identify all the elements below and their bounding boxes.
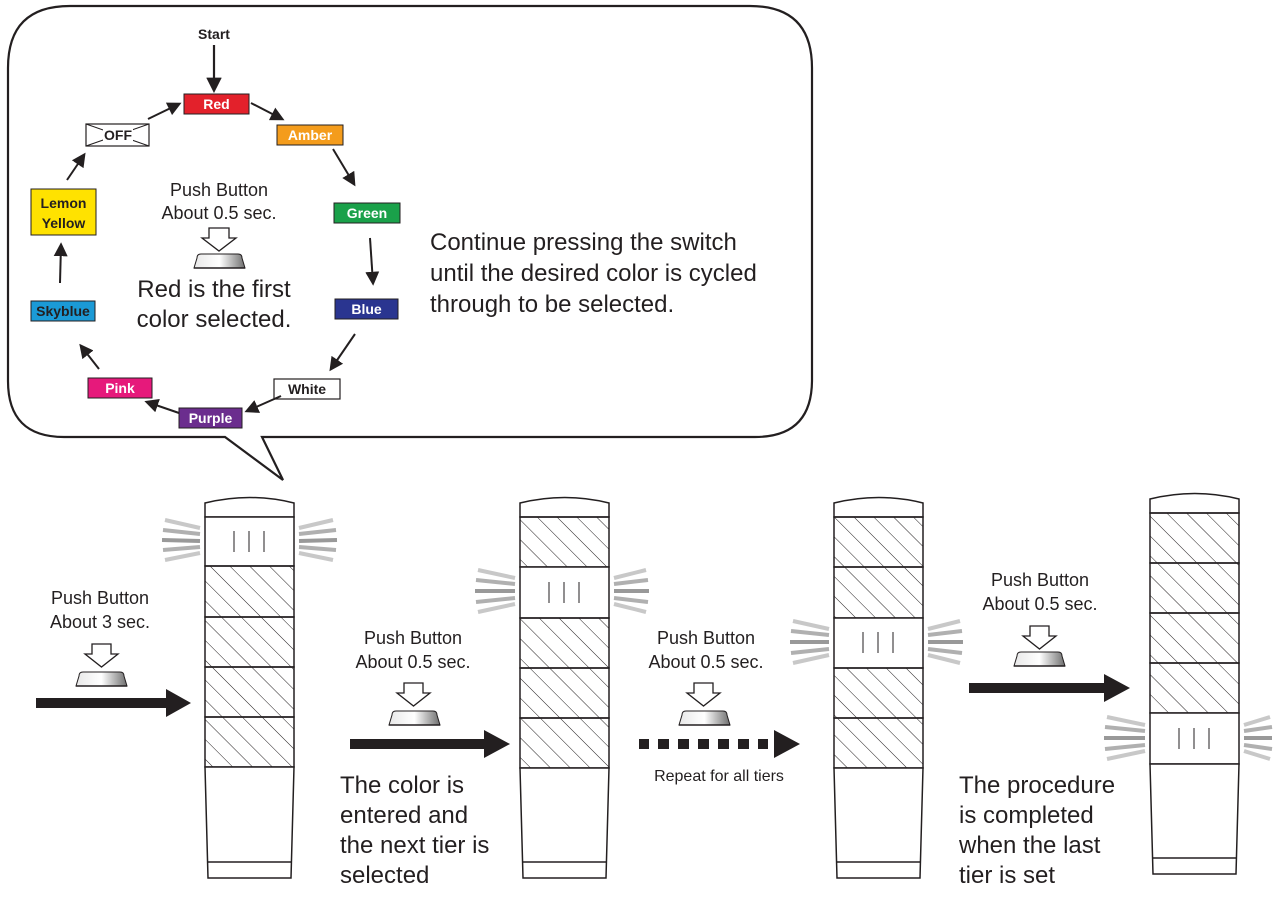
- arrow-skyblue-lemon: [53, 242, 68, 284]
- bubble-push-line2: About 0.5 sec.: [161, 203, 276, 223]
- chip-lemon-yellow: Lemon Yellow: [30, 188, 97, 236]
- step1-press-arrow-icon: [83, 643, 120, 668]
- arrow-blue-white: [329, 333, 356, 372]
- glow-right: [1243, 715, 1273, 761]
- step4-push-button-icon: [1013, 651, 1066, 667]
- step3-press-arrow-icon: [685, 682, 722, 707]
- chip-skyblue-label: Skyblue: [36, 303, 90, 319]
- chip-amber-label: Amber: [288, 127, 333, 143]
- chip-skyblue: Skyblue: [30, 300, 96, 322]
- step3-line1: Push Button: [657, 628, 755, 648]
- chip-pink: Pink: [87, 377, 153, 399]
- tower-2: [475, 496, 649, 879]
- glow-left: [161, 518, 201, 562]
- bubble-push-button-icon: [193, 253, 246, 269]
- chip-off: OFF: [85, 123, 150, 147]
- chip-white: White: [273, 378, 341, 400]
- glow-right: [298, 518, 338, 562]
- arrow-off-red: [147, 102, 182, 120]
- chip-green-label: Green: [347, 205, 387, 221]
- step3-line2: About 0.5 sec.: [648, 652, 763, 672]
- arrow-purple-pink: [144, 399, 180, 414]
- first-color-line2: color selected.: [137, 306, 292, 333]
- step3-push-button-icon: [678, 710, 731, 726]
- step2-caption-2: entered and: [340, 802, 468, 829]
- speech-bubble: [6, 4, 814, 481]
- step4-caption-3: when the last: [958, 832, 1101, 859]
- bubble-push-line1: Push Button: [170, 180, 268, 200]
- step4-line2: About 0.5 sec.: [982, 594, 1097, 614]
- chip-green: Green: [333, 202, 401, 224]
- step4-line1: Push Button: [991, 570, 1089, 590]
- chip-white-label: White: [288, 381, 326, 397]
- step1-arrow: [36, 689, 191, 717]
- step4-arrow: [969, 674, 1130, 702]
- chip-off-label: OFF: [104, 127, 132, 143]
- note-line1: Continue pressing the switch: [430, 229, 737, 256]
- start-label: Start: [198, 26, 230, 42]
- step1-push-button-icon: [75, 671, 128, 687]
- step2-line1: Push Button: [364, 628, 462, 648]
- step1-line1: Push Button: [51, 588, 149, 608]
- step1-line2: About 3 sec.: [50, 612, 150, 632]
- step2-line2: About 0.5 sec.: [355, 652, 470, 672]
- arrow-white-purple: [244, 395, 282, 413]
- arrow-lemon-off: [66, 152, 86, 181]
- step3-dashed-arrow: [639, 730, 800, 758]
- arrow-green-blue: [365, 237, 380, 286]
- step2-press-arrow-icon: [395, 682, 432, 707]
- chip-red: Red: [183, 93, 250, 115]
- arrow-red-amber: [250, 102, 285, 121]
- glow-left: [1104, 715, 1146, 761]
- step2-caption-3: the next tier is: [340, 832, 489, 859]
- cycle-arrows: [53, 102, 380, 414]
- tower-1: [161, 496, 338, 879]
- arrow-pink-skyblue: [79, 343, 100, 370]
- chip-lemon-label-2: Yellow: [42, 215, 86, 231]
- step2-arrow: [350, 730, 510, 758]
- chip-blue: Blue: [334, 298, 399, 320]
- step4-press-arrow-icon: [1021, 625, 1058, 650]
- step2-caption-4: selected: [340, 862, 429, 889]
- note-line2: until the desired color is cycled: [430, 260, 757, 287]
- step4-caption-1: The procedure: [959, 772, 1115, 799]
- arrow-amber-green: [332, 148, 356, 187]
- first-color-line1: Red is the first: [137, 276, 291, 303]
- chip-purple-label: Purple: [189, 410, 233, 426]
- chip-blue-label: Blue: [351, 301, 382, 317]
- note-line3: through to be selected.: [430, 291, 674, 318]
- chip-amber: Amber: [276, 124, 344, 146]
- glow-right: [613, 568, 649, 614]
- step2-caption-1: The color is: [340, 772, 464, 799]
- tower-4: [1104, 492, 1273, 875]
- step3-caption: Repeat for all tiers: [654, 768, 784, 785]
- step4-caption-4: tier is set: [959, 862, 1055, 889]
- chip-lemon-label-1: Lemon: [41, 195, 87, 211]
- step4-caption-2: is completed: [959, 802, 1094, 829]
- bubble-press-arrow-icon: [200, 227, 238, 252]
- glow-right: [927, 619, 963, 665]
- chip-red-label: Red: [203, 96, 229, 112]
- glow-left: [790, 619, 830, 665]
- step2-push-button-icon: [388, 710, 441, 726]
- chip-pink-label: Pink: [105, 380, 135, 396]
- chip-purple: Purple: [178, 407, 243, 429]
- tier-hatched: [204, 565, 295, 768]
- glow-left: [475, 568, 516, 614]
- tower-3: [790, 496, 963, 879]
